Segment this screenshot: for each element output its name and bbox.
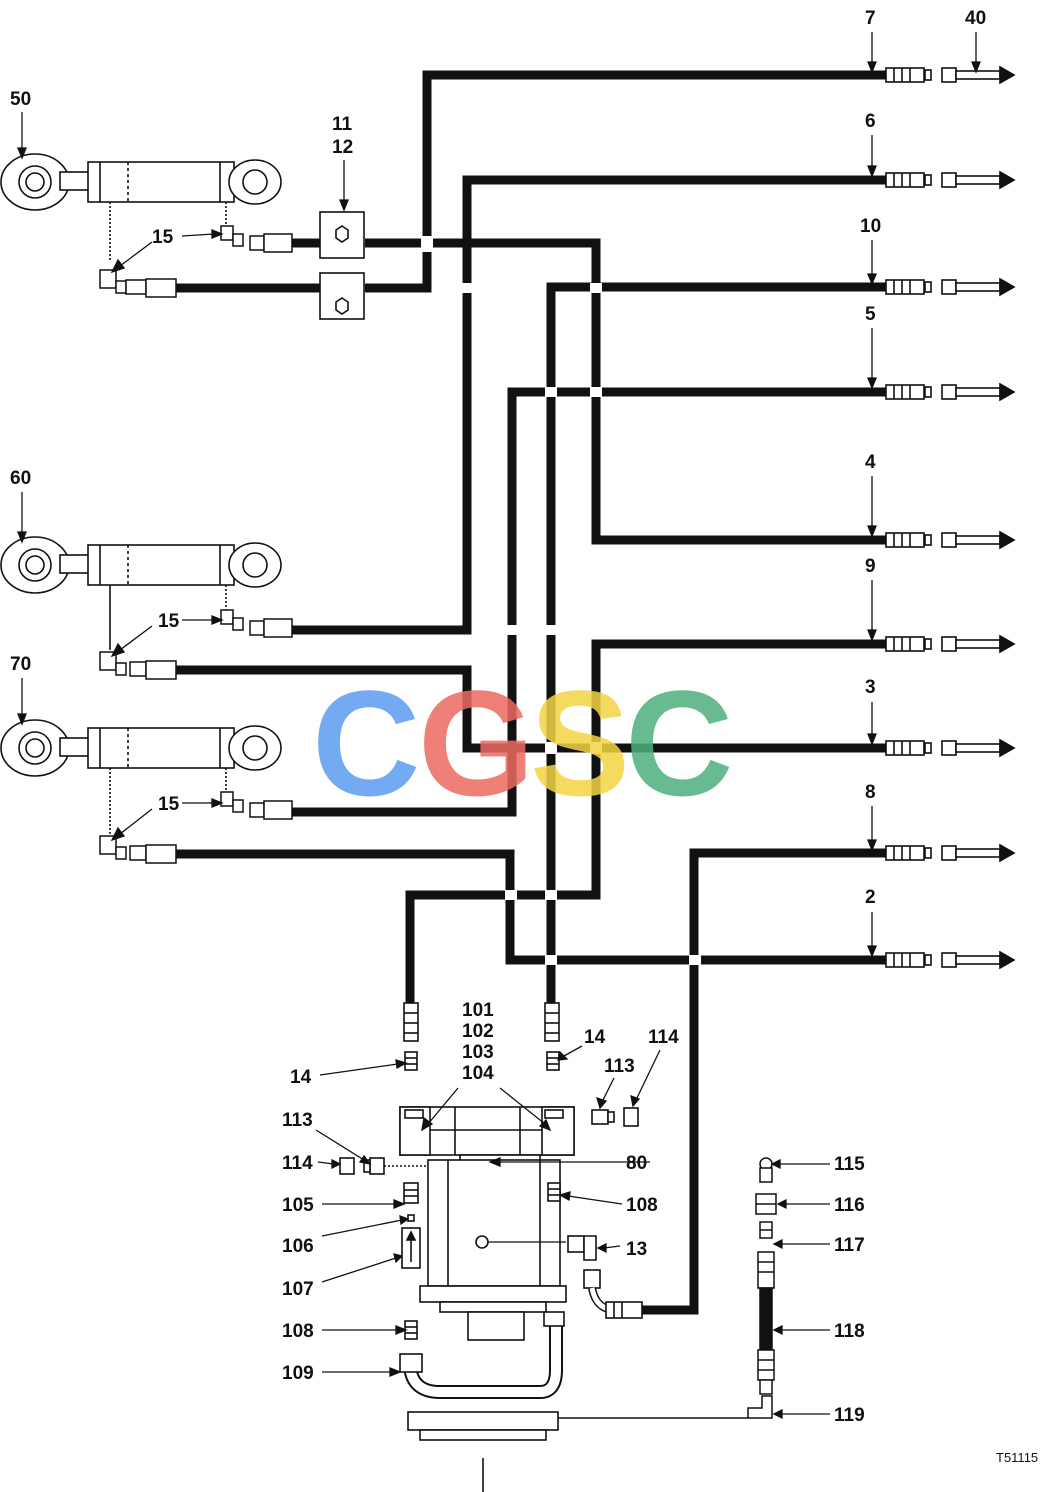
hose-3	[175, 665, 888, 753]
callout-108-right: 108	[626, 1195, 658, 1216]
callout-11: 11	[332, 114, 353, 135]
callout-6: 6	[865, 111, 876, 132]
callout-107: 107	[282, 1279, 314, 1300]
leader-lines	[17, 32, 981, 1420]
test-port-kit	[747, 1157, 777, 1419]
hose-end-6	[885, 170, 1016, 190]
callout-116: 116	[834, 1195, 865, 1216]
callout-9: 9	[865, 556, 876, 577]
callout-105: 105	[282, 1195, 314, 1216]
cylinder-50	[0, 153, 282, 262]
hose-end-3	[885, 738, 1016, 758]
watermark-letter-3: S	[530, 659, 630, 827]
callout-108-left: 108	[282, 1321, 314, 1342]
callout-60: 60	[10, 468, 31, 489]
callout-103: 103	[462, 1042, 494, 1063]
hose-ends	[885, 65, 1016, 970]
callout-7: 7	[865, 8, 876, 29]
callout-10: 10	[860, 216, 881, 237]
callout-14-left: 14	[290, 1067, 312, 1088]
pump-assembly	[339, 1002, 748, 1492]
hose-end-5	[885, 382, 1016, 402]
callout-13: 13	[626, 1239, 647, 1260]
hose-5	[292, 387, 888, 817]
callout-2: 2	[865, 887, 876, 908]
hose-end-9	[885, 634, 1016, 654]
callout-118: 118	[834, 1321, 865, 1342]
hose-crossings	[421, 236, 701, 965]
hose-end-7	[885, 65, 1016, 85]
callout-5: 5	[865, 304, 876, 325]
callout-109: 109	[282, 1363, 314, 1384]
callout-117: 117	[834, 1235, 865, 1256]
hose-end-8	[885, 843, 1016, 863]
callout-40: 40	[965, 8, 986, 29]
cylinder-fittings	[99, 225, 293, 864]
hose-8	[640, 848, 888, 1315]
callout-15-cyl50: 15	[152, 227, 174, 248]
callout-102: 102	[462, 1021, 494, 1042]
callout-15-cyl70: 15	[158, 794, 180, 815]
callout-12: 12	[332, 137, 353, 158]
hose-clamps	[319, 211, 365, 320]
callout-4: 4	[865, 452, 876, 473]
hose-end-10	[885, 277, 1016, 297]
cylinder-60	[0, 536, 282, 650]
callout-14-right: 14	[584, 1027, 606, 1048]
callout-15-cyl60: 15	[158, 611, 180, 632]
callout-113-left: 113	[282, 1110, 313, 1131]
watermark-letter-2: G	[418, 659, 535, 827]
hose-2	[175, 849, 888, 965]
callout-8: 8	[865, 782, 876, 803]
callout-104: 104	[462, 1063, 494, 1084]
callout-70: 70	[10, 654, 31, 675]
watermark-letter-1: C	[312, 659, 420, 827]
hose-end-4	[885, 530, 1016, 550]
cylinder-70	[0, 719, 282, 834]
callout-115: 115	[834, 1154, 865, 1175]
hose-10	[546, 282, 888, 1005]
callout-50: 50	[10, 89, 31, 110]
callout-labels: 7 40 6 10 5 4 9 3 8 2 50 60 70 11 12 15 …	[10, 8, 1038, 1465]
hose-9	[405, 639, 888, 1005]
hose-end-2	[885, 950, 1016, 970]
callout-80: 80	[626, 1153, 647, 1174]
callout-101: 101	[462, 1000, 494, 1021]
callout-119: 119	[834, 1405, 865, 1426]
watermark: C G S C	[312, 659, 733, 827]
callout-114-right: 114	[648, 1027, 679, 1048]
hose-6	[292, 175, 888, 635]
hose-7	[365, 70, 888, 293]
callout-3: 3	[865, 677, 876, 698]
callout-106: 106	[282, 1236, 314, 1257]
watermark-letter-4: C	[625, 659, 733, 827]
callout-114-left: 114	[282, 1153, 313, 1174]
figure-reference: T51115	[996, 1450, 1038, 1465]
callout-113-right: 113	[604, 1056, 635, 1077]
